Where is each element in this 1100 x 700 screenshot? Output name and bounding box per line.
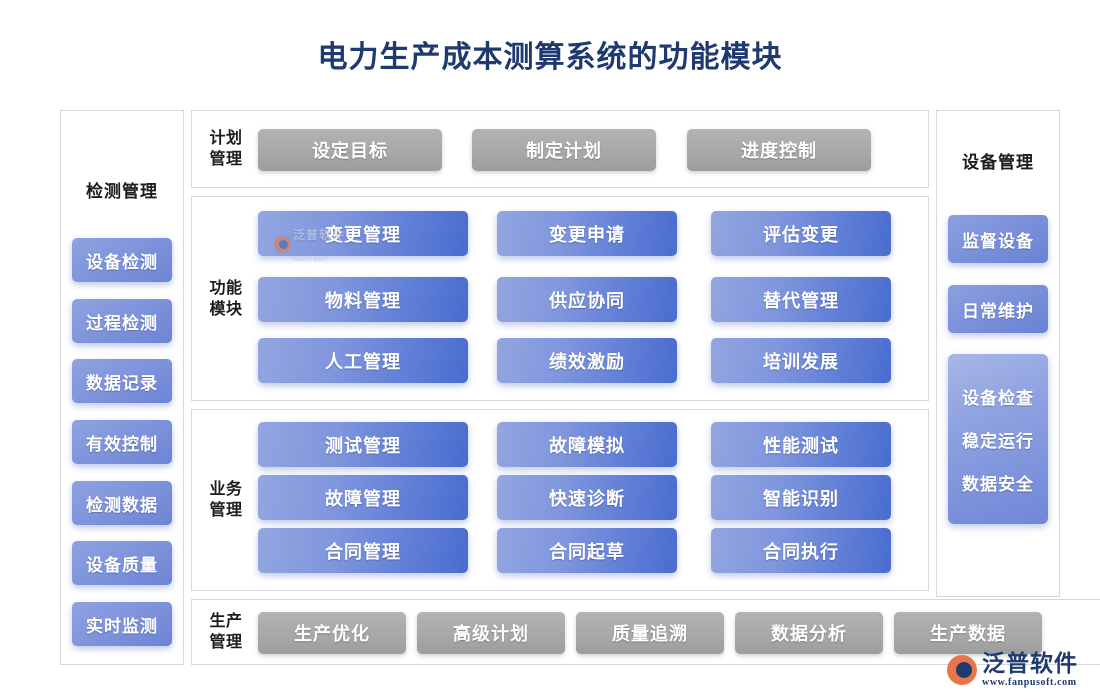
- watermark-mark-icon: [274, 235, 291, 253]
- sidebar-item-daily-maintenance[interactable]: 日常维护: [948, 285, 1048, 333]
- row-label-business-management: 业务 管理: [202, 410, 250, 590]
- button-performance-incentive[interactable]: 绩效激励: [497, 338, 677, 383]
- brand-logo: 泛普软件 www.fanpusoft.com: [947, 652, 1078, 688]
- row-body-function-modules: 泛普软件 FANPU SOFT 变更管理 变更申请 评估变更 物料管理 供应协同…: [254, 197, 928, 400]
- brand-mark-icon: [947, 655, 977, 685]
- right-sidebar: 设备管理 监督设备 日常维护 设备检查 稳定运行 数据安全: [936, 110, 1060, 597]
- row-label-production-management: 生产 管理: [202, 600, 250, 664]
- button-contract-drafting[interactable]: 合同起草: [497, 528, 677, 573]
- button-substitute-management[interactable]: 替代管理: [711, 277, 891, 322]
- button-make-plan[interactable]: 制定计划: [472, 129, 656, 171]
- sidebar-item-realtime-monitor[interactable]: 实时监测: [72, 602, 172, 646]
- sidebar-item-effective-control[interactable]: 有效控制: [72, 420, 172, 464]
- button-change-management-label: 变更管理: [325, 224, 401, 245]
- button-set-goal[interactable]: 设定目标: [258, 129, 442, 171]
- sidebar-item-equipment-quality[interactable]: 设备质量: [72, 541, 172, 585]
- button-quick-diagnosis[interactable]: 快速诊断: [497, 475, 677, 520]
- status-line-stable-operation: 稳定运行: [962, 431, 1034, 451]
- button-contract-management[interactable]: 合同管理: [258, 528, 468, 573]
- button-labor-management[interactable]: 人工管理: [258, 338, 468, 383]
- row-label-function-line1: 功能: [209, 279, 243, 297]
- sidebar-item-supervise-equipment[interactable]: 监督设备: [948, 215, 1048, 263]
- button-fault-management[interactable]: 故障管理: [258, 475, 468, 520]
- button-data-analysis[interactable]: 数据分析: [735, 612, 883, 654]
- button-material-management[interactable]: 物料管理: [258, 277, 468, 322]
- row-panel-function-modules: 功能 模块 泛普软件 FANPU SOFT 变更管理 变更申请 评估: [191, 196, 929, 401]
- button-progress-control[interactable]: 进度控制: [687, 129, 871, 171]
- status-line-equipment-check: 设备检查: [962, 388, 1034, 408]
- button-advanced-planning[interactable]: 高级计划: [417, 612, 565, 654]
- row-label-plan-line2: 管理: [209, 151, 243, 168]
- row-label-plan-line1: 计划: [209, 130, 243, 147]
- button-training-development[interactable]: 培训发展: [711, 338, 891, 383]
- row-label-plan-management: 计划 管理: [202, 111, 250, 187]
- button-fault-simulation[interactable]: 故障模拟: [497, 422, 677, 467]
- row-label-business-line1: 业务: [209, 481, 243, 498]
- row-label-function-modules: 功能 模块: [202, 197, 250, 400]
- sidebar-item-process-detection[interactable]: 过程检测: [72, 299, 172, 343]
- row-label-business-line2: 管理: [209, 502, 243, 519]
- equipment-status-box[interactable]: 设备检查 稳定运行 数据安全: [948, 354, 1048, 524]
- button-supply-collaboration[interactable]: 供应协同: [497, 277, 677, 322]
- watermark-url: FANPU SOFT: [293, 256, 328, 262]
- page-title: 电力生产成本测算系统的功能模块: [317, 41, 783, 74]
- row-body-business-management: 测试管理 故障模拟 性能测试 故障管理 快速诊断 智能识别 合同管理 合同起草 …: [254, 410, 928, 590]
- button-production-data[interactable]: 生产数据: [894, 612, 1042, 654]
- button-quality-traceability[interactable]: 质量追溯: [576, 612, 724, 654]
- button-production-optimization[interactable]: 生产优化: [258, 612, 406, 654]
- row-panel-production-management: 生产 管理 生产优化 高级计划 质量追溯 数据分析 生产数据: [191, 599, 1100, 665]
- center-stack: 计划 管理 设定目标 制定计划 进度控制 功能 模块: [191, 110, 1100, 665]
- button-smart-recognition[interactable]: 智能识别: [711, 475, 891, 520]
- status-line-data-security: 数据安全: [962, 474, 1034, 494]
- sidebar-item-detection-data[interactable]: 检测数据: [72, 481, 172, 525]
- brand-name: 泛普软件: [982, 650, 1078, 676]
- row-label-production-line2: 管理: [209, 634, 243, 651]
- row-body-plan-management: 设定目标 制定计划 进度控制: [254, 111, 928, 187]
- button-test-management[interactable]: 测试管理: [258, 422, 468, 467]
- row-label-production-line1: 生产: [209, 613, 243, 630]
- sidebar-item-data-record[interactable]: 数据记录: [72, 359, 172, 403]
- brand-url: www.fanpusoft.com: [982, 677, 1077, 688]
- modules-board: 检测管理 设备检测 过程检测 数据记录 有效控制 检测数据 设备质量 实时监测 …: [60, 110, 1100, 665]
- button-contract-execution[interactable]: 合同执行: [711, 528, 891, 573]
- button-performance-test[interactable]: 性能测试: [711, 422, 891, 467]
- right-sidebar-title: 设备管理: [962, 153, 1034, 172]
- button-change-request[interactable]: 变更申请: [497, 211, 677, 256]
- button-evaluate-change[interactable]: 评估变更: [711, 211, 891, 256]
- row-panel-business-management: 业务 管理 测试管理 故障模拟 性能测试 故障管理 快速诊断 智能识别 合同管理…: [191, 409, 929, 591]
- left-sidebar: 检测管理 设备检测 过程检测 数据记录 有效控制 检测数据 设备质量 实时监测: [60, 110, 184, 665]
- button-change-management[interactable]: 泛普软件 FANPU SOFT 变更管理: [258, 211, 468, 262]
- left-sidebar-title: 检测管理: [86, 182, 158, 201]
- row-panel-plan-management: 计划 管理 设定目标 制定计划 进度控制: [191, 110, 929, 188]
- row-body-production-management: 生产优化 高级计划 质量追溯 数据分析 生产数据: [254, 600, 1100, 664]
- sidebar-item-equipment-detection[interactable]: 设备检测: [72, 238, 172, 282]
- row-label-function-line2: 模块: [209, 300, 243, 318]
